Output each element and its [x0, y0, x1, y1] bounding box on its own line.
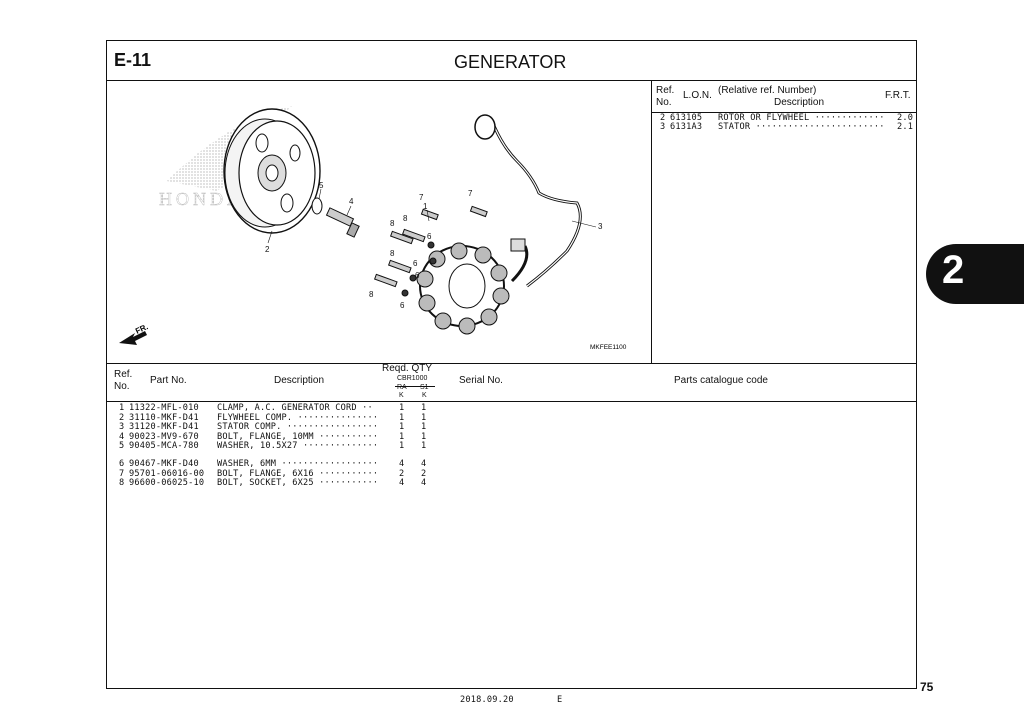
- svg-text:3: 3: [598, 222, 603, 231]
- page-code: E-11: [114, 50, 152, 70]
- stator-icon: [416, 242, 510, 335]
- front-label: FR.: [134, 322, 149, 336]
- clamp-icon: [510, 238, 526, 252]
- ref-header-description: Description: [774, 97, 825, 108]
- ref-header-no: No.: [656, 97, 672, 108]
- qty-divider: [395, 386, 435, 387]
- bolt-icon: [325, 207, 360, 238]
- parts-header-description: Description: [274, 375, 325, 386]
- svg-text:7: 7: [419, 193, 424, 202]
- svg-text:6: 6: [400, 301, 405, 310]
- svg-text:1: 1: [423, 202, 428, 211]
- parts-header-col2a: S1: [420, 384, 429, 391]
- flywheel-icon: [223, 108, 321, 234]
- parts-header-divider: [106, 401, 917, 402]
- svg-text:6: 6: [413, 259, 418, 268]
- ref-header-lon: L.O.N.: [683, 90, 712, 101]
- svg-text:4: 4: [349, 197, 354, 206]
- svg-text:5: 5: [319, 181, 324, 190]
- header-divider: [106, 80, 917, 81]
- svg-text:2: 2: [265, 245, 270, 254]
- parts-header-model: CBR1000: [397, 375, 428, 382]
- footer-lang: E: [557, 695, 563, 705]
- svg-text:7: 7: [468, 189, 473, 198]
- ref-header-ref: Ref.: [656, 85, 675, 96]
- parts-header-col1b: K: [399, 392, 404, 399]
- ref-header-divider: [651, 112, 917, 113]
- callout-labels: 1 2 3 4 5 6 6 6 6 7 7 8 8 8 8: [265, 181, 603, 310]
- svg-text:8: 8: [369, 290, 374, 299]
- parts-header-col1a: RA: [397, 384, 407, 391]
- parts-header-col2b: K: [422, 392, 427, 399]
- svg-text:8: 8: [390, 249, 395, 258]
- page-frame: [106, 40, 917, 689]
- connector-icon: [474, 114, 496, 140]
- parts-header-part-no: Part No.: [150, 375, 187, 386]
- svg-text:8: 8: [390, 219, 395, 228]
- diagram-divider: [651, 80, 652, 363]
- page-title: GENERATOR: [454, 52, 567, 72]
- parts-header-catalogue: Parts catalogue code: [674, 375, 768, 386]
- parts-table-top: [106, 363, 917, 364]
- svg-text:6: 6: [427, 232, 432, 241]
- ref-header-relative: (Relative ref. Number): [718, 85, 817, 96]
- washer-icon: [311, 197, 323, 215]
- exploded-diagram: HONDA: [119, 106, 627, 351]
- footer-date: 2018.09.20: [460, 695, 514, 705]
- diagram-code: MKFEE1100: [590, 344, 627, 351]
- front-direction-arrow-icon: [119, 331, 147, 345]
- section-tab: 2: [926, 244, 1024, 304]
- parts-header-no: No.: [114, 381, 130, 392]
- small-bolts: [373, 205, 488, 297]
- parts-header-reqd-qty: Reqd. QTY: [382, 363, 433, 374]
- parts-header-ref: Ref.: [114, 369, 133, 380]
- honda-wordmark: HONDA: [159, 189, 244, 209]
- svg-text:8: 8: [403, 214, 408, 223]
- svg-text:6: 6: [415, 271, 420, 280]
- ref-header-frt: F.R.T.: [885, 90, 911, 101]
- page-number: 75: [920, 680, 934, 694]
- parts-header-serial: Serial No.: [459, 375, 503, 386]
